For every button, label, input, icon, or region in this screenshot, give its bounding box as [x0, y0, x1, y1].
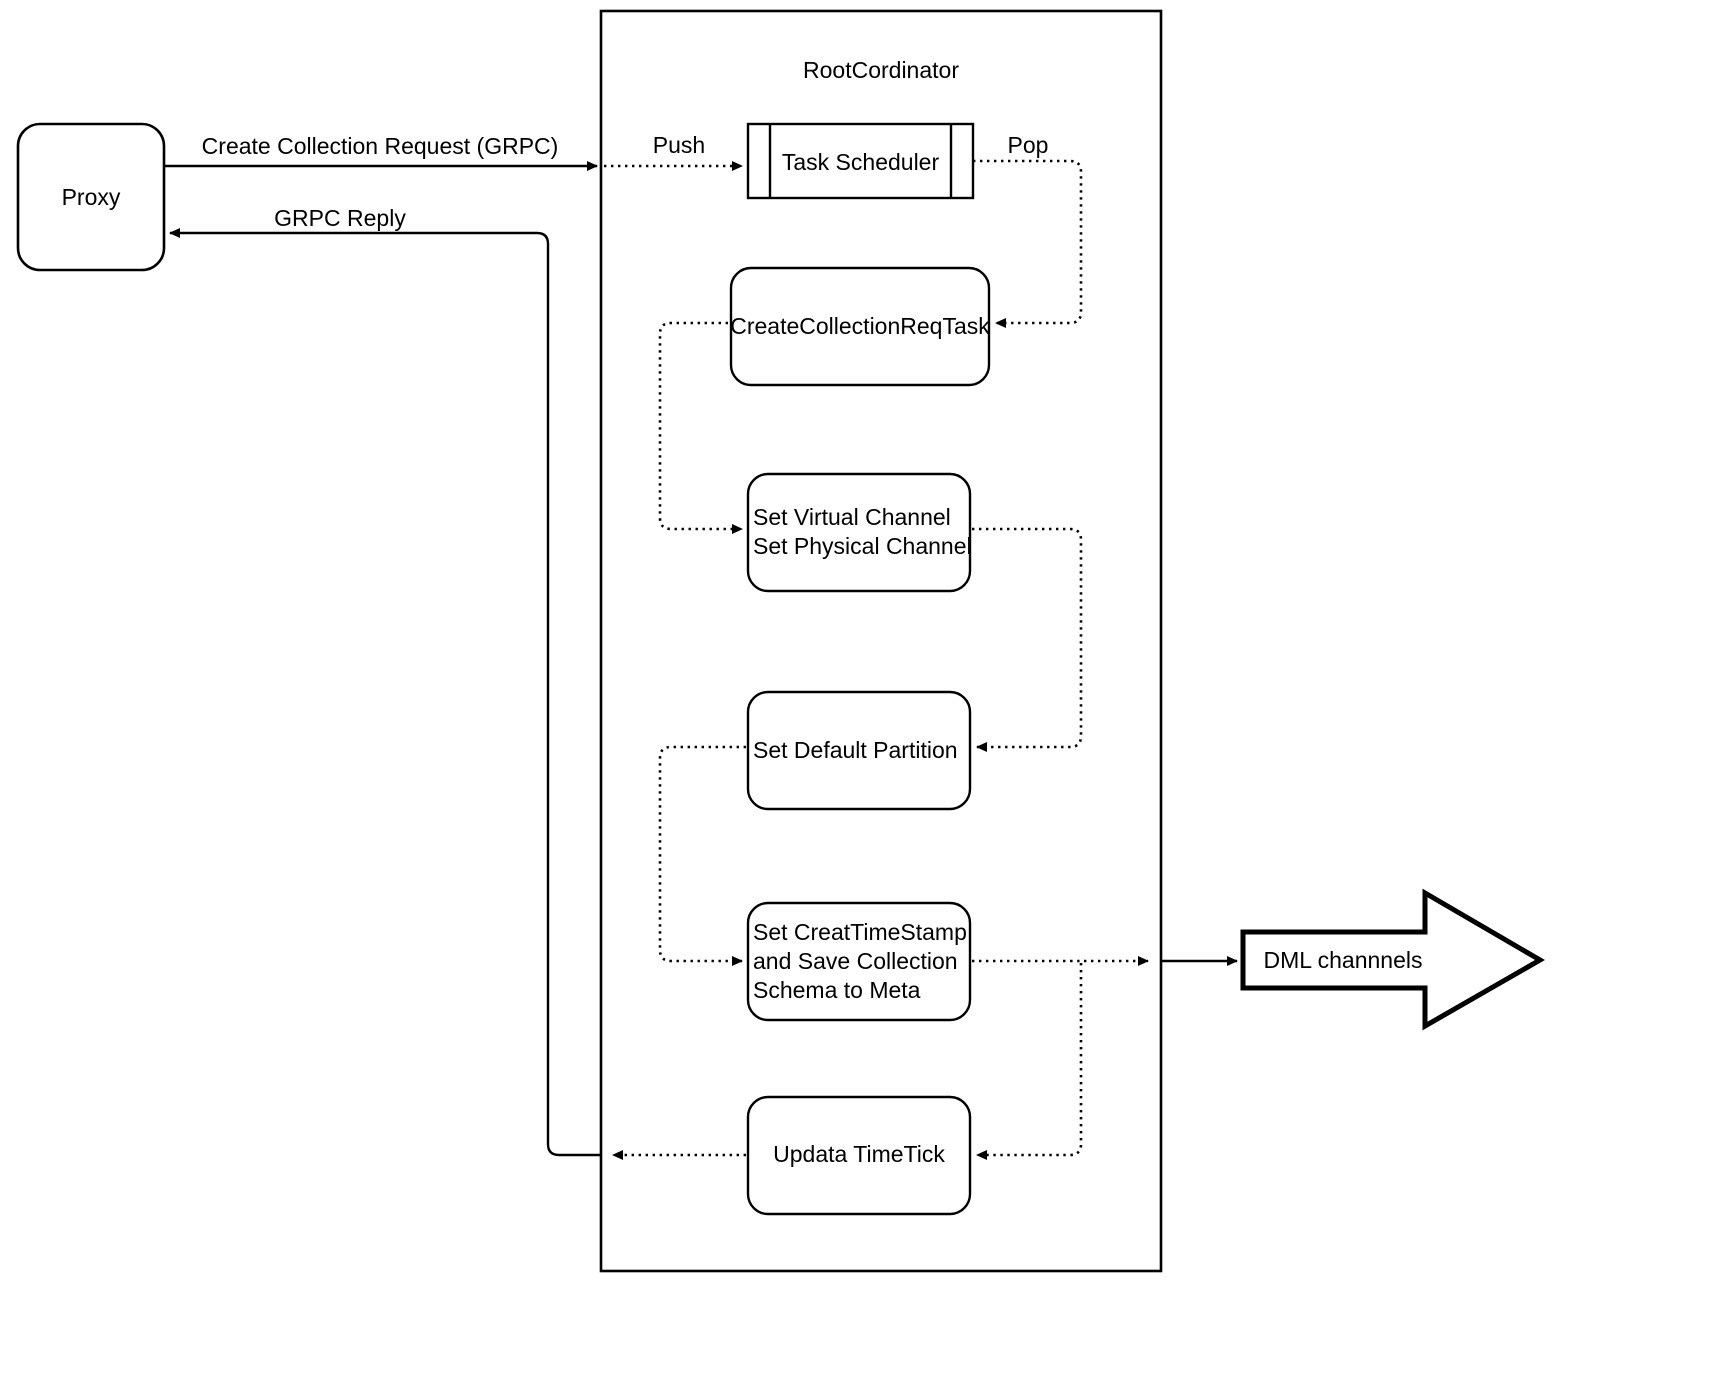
proxy-node-label: Proxy [61, 184, 121, 210]
rootcordinator-title: RootCordinator [803, 57, 959, 83]
rootcordinator-container [599, 9, 1163, 1273]
set-default-partition-shape[interactable] [746, 690, 972, 811]
set-timestamp-label-line1: Set CreatTimeStamp [753, 919, 967, 945]
set-timestamp-label-line2: and Save Collection [753, 948, 958, 974]
create-collection-req-task-label: CreateCollectionReqTask [730, 313, 990, 339]
edge-timestamp-to-updata-timetick [976, 963, 1083, 1160]
set-channels-shape[interactable] [746, 472, 972, 593]
create-collection-req-task-shape[interactable] [729, 266, 991, 387]
set-channels-label-line1: Set Virtual Channel [753, 504, 951, 530]
task-scheduler-label: Task Scheduler [781, 149, 940, 175]
set-default-partition-label: Set Default Partition [753, 737, 958, 763]
set-timestamp-shape[interactable] [746, 901, 972, 1022]
set-channels-label-line2: Set Physical Channel [753, 533, 972, 559]
proxy-node-shape[interactable] [16, 122, 166, 272]
edge-label-push: Push [652, 132, 706, 158]
dml-channels-shape[interactable] [1240, 888, 1545, 1031]
edge-pop [973, 159, 1083, 328]
updata-timetick-shape[interactable] [746, 1095, 972, 1216]
edge-label-pop: Pop [1007, 132, 1049, 158]
edge-grpc-reply [169, 228, 601, 1157]
set-timestamp-label-line3: Schema to Meta [753, 977, 921, 1003]
task-scheduler-shape[interactable] [746, 122, 975, 200]
dml-channels-label: DML channnels [1263, 947, 1423, 973]
updata-timetick-label: Updata TimeTick [773, 1141, 945, 1167]
set-timestamp-label: Set CreatTimeStamp and Save Collection S… [753, 918, 983, 1005]
edge-label-grpc-reply: GRPC Reply [274, 205, 406, 231]
edge-label-create-collection-request: Create Collection Request (GRPC) [201, 133, 559, 159]
set-channels-label: Set Virtual Channel Set Physical Channel [753, 503, 983, 561]
